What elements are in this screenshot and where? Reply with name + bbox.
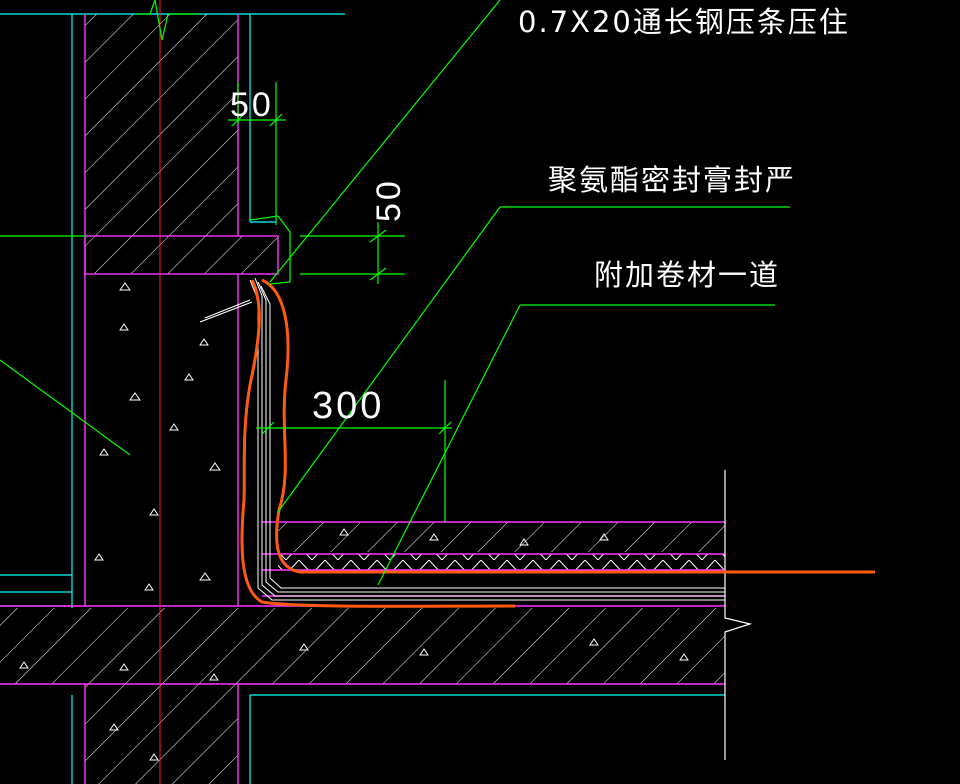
strip-height-dimension: 50 xyxy=(370,178,408,222)
sealant-label: 聚氨酯密封膏封严 xyxy=(548,163,796,197)
steel-strip-label: 0.7X20通长钢压条压住 xyxy=(518,5,850,39)
wall-section xyxy=(0,14,725,784)
break-lines xyxy=(199,299,753,760)
break-mark xyxy=(135,0,200,41)
waterproof-membrane xyxy=(240,278,875,608)
grid-lines xyxy=(0,13,725,784)
upturn-length-dimension: 300 xyxy=(312,385,384,427)
concrete-aggregate xyxy=(19,282,689,761)
strip-width-dimension: 50 xyxy=(230,86,274,124)
leader-lines xyxy=(0,0,790,586)
extra-membrane-label: 附加卷材一道 xyxy=(594,258,780,292)
membrane-layers xyxy=(249,277,725,601)
